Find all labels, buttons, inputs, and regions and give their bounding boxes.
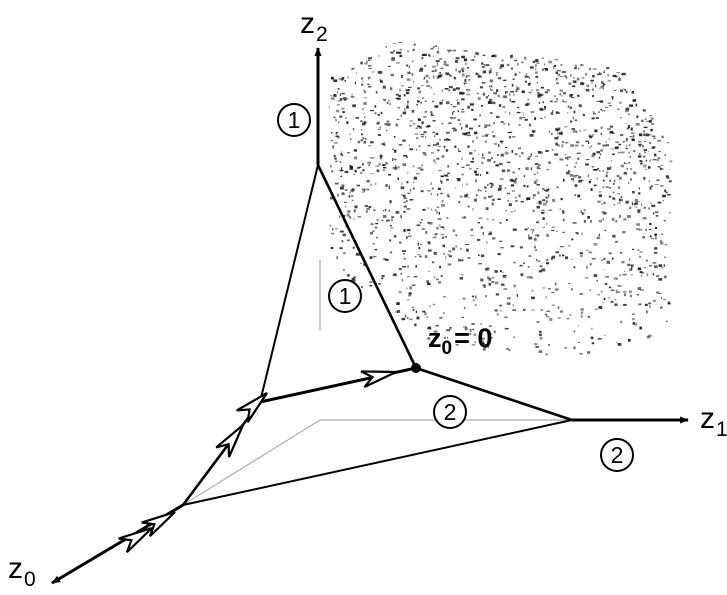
origin-point xyxy=(411,363,421,373)
z1-axis-label: z1 xyxy=(700,402,727,441)
hidden-edge-base xyxy=(182,419,321,506)
path-arrow-5 xyxy=(118,526,153,554)
simplex-edges xyxy=(181,164,573,506)
region-label-1a: 1 xyxy=(277,103,311,137)
path-arrow-3 xyxy=(236,392,268,423)
point-label: z0= 0 xyxy=(428,323,492,359)
z0-axis-label: z0 xyxy=(8,552,36,590)
region-label-2b-text: 2 xyxy=(611,442,624,468)
region-label-1b: 1 xyxy=(328,279,362,313)
edge-bottom xyxy=(182,419,573,506)
path-arrow-1 xyxy=(141,510,176,538)
z2-axis-label: z2 xyxy=(300,7,328,46)
region-label-1b-text: 1 xyxy=(339,283,352,309)
shaded-region xyxy=(328,41,673,356)
path-arrows xyxy=(118,370,397,554)
region-label-1a-text: 1 xyxy=(288,107,301,133)
path-arrow-4 xyxy=(360,370,397,389)
region-label-2a-text: 2 xyxy=(444,399,457,425)
path-arrow-2 xyxy=(215,424,245,458)
edge-point-right xyxy=(415,366,573,422)
region-labels: 1 1 2 2 xyxy=(277,103,634,472)
edge-top-left xyxy=(259,164,319,403)
edge-top-point xyxy=(316,164,418,369)
guide-lines xyxy=(182,260,572,506)
region-label-2b: 2 xyxy=(600,438,634,472)
axes xyxy=(51,47,689,585)
region-label-2a: 2 xyxy=(433,395,467,429)
